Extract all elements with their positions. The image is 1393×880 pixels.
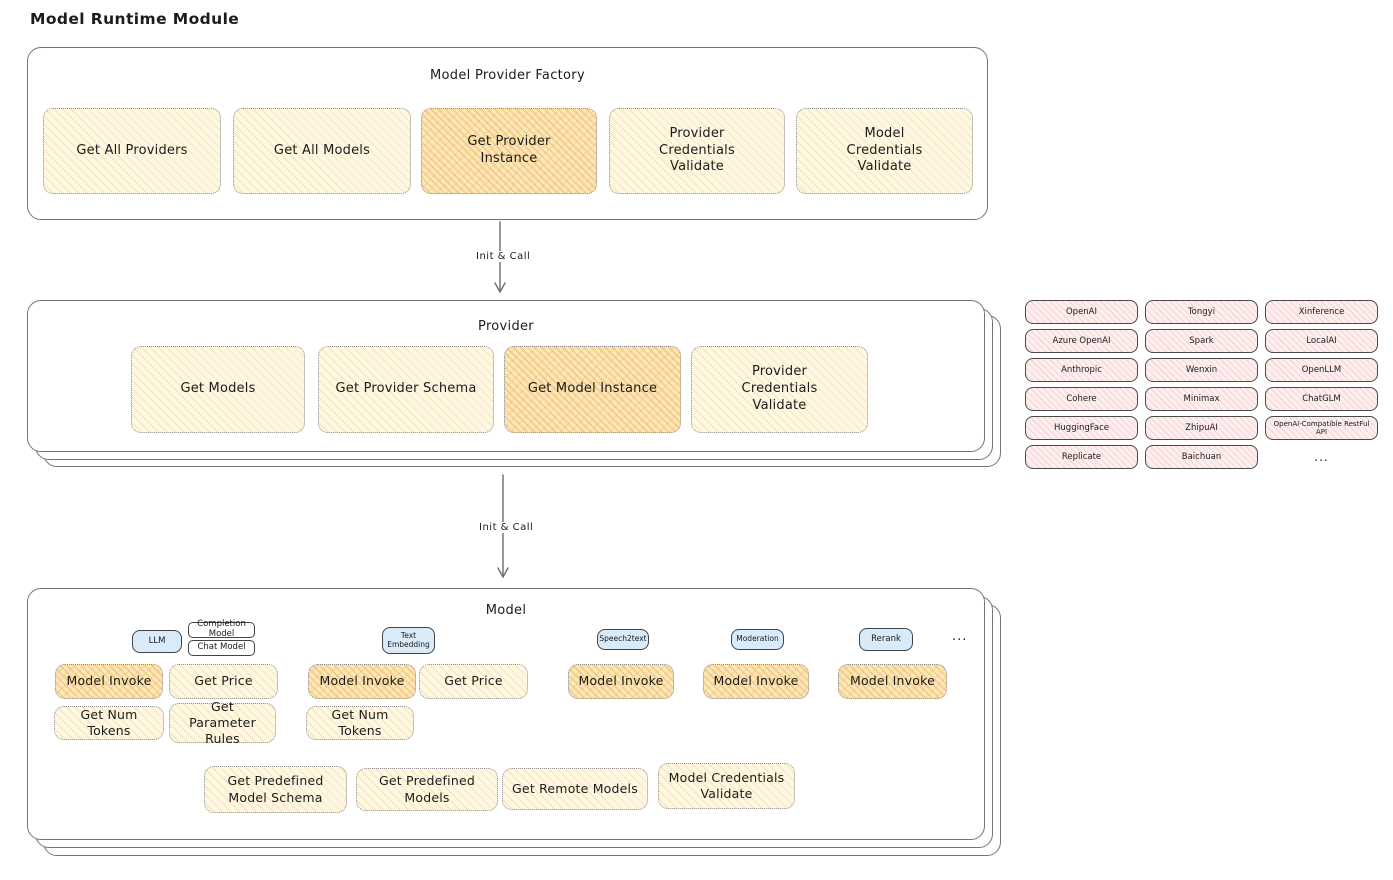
tab-llm: LLM: [132, 630, 182, 653]
node-get-price-llm: Get Price: [169, 664, 278, 699]
provider-pill-azure-openai: Azure OpenAI: [1025, 329, 1138, 353]
tab-moderation: Moderation: [731, 629, 784, 650]
node-model-invoke-moderation: Model Invoke: [703, 664, 809, 699]
provider-pill-anthropic: Anthropic: [1025, 358, 1138, 382]
node-model-invoke-rerank: Model Invoke: [838, 664, 947, 699]
model-box: Model LLM Completion Model Chat Model Te…: [27, 588, 985, 840]
provider-pill-baichuan: Baichuan: [1145, 445, 1258, 469]
node-provider-credentials-validate: Provider Credentials Validate: [609, 108, 785, 194]
node-model-credentials-validate-2: Model Credentials Validate: [658, 763, 795, 809]
node-model-credentials-validate: Model Credentials Validate: [796, 108, 973, 194]
tab-speech2text: Speech2text: [597, 629, 649, 650]
node-get-all-providers: Get All Providers: [43, 108, 221, 194]
provider-pill-spark: Spark: [1145, 329, 1258, 353]
provider-pill-wenxin: Wenxin: [1145, 358, 1258, 382]
node-model-invoke-llm: Model Invoke: [55, 664, 163, 699]
node-model-invoke-embedding: Model Invoke: [308, 664, 416, 699]
provider-pill-zhipuai: ZhipuAI: [1145, 416, 1258, 440]
node-get-price-embedding: Get Price: [419, 664, 528, 699]
factory-title: Model Provider Factory: [430, 68, 585, 83]
node-provider-credentials-validate-2: Provider Credentials Validate: [691, 346, 868, 433]
node-model-invoke-speech2text: Model Invoke: [568, 664, 674, 699]
node-get-parameter-rules: Get Parameter Rules: [169, 699, 276, 746]
node-get-predefined-model-schema: Get Predefined Model Schema: [204, 766, 347, 813]
tab-rerank: Rerank: [859, 628, 913, 651]
tabs-ellipsis: ...: [952, 629, 968, 644]
provider-pill-openllm: OpenLLM: [1265, 358, 1378, 382]
node-get-model-instance: Get Model Instance: [504, 346, 681, 433]
providers-ellipsis: ...: [1314, 450, 1329, 464]
provider-pill-minimax: Minimax: [1145, 387, 1258, 411]
tab-completion-model: Completion Model: [188, 619, 255, 639]
node-get-predefined-models: Get Predefined Models: [356, 768, 498, 811]
node-get-provider-instance: Get Provider Instance: [421, 108, 597, 194]
node-get-num-tokens-llm: Get Num Tokens: [54, 706, 164, 740]
tab-chat-model: Chat Model: [188, 640, 255, 656]
node-get-provider-schema: Get Provider Schema: [318, 346, 494, 433]
provider-pill-chatglm: ChatGLM: [1265, 387, 1378, 411]
provider-pill-xinference: Xinference: [1265, 300, 1378, 324]
providers-grid: OpenAI Tongyi Xinference Azure OpenAI Sp…: [1025, 300, 1378, 469]
node-get-num-tokens-embedding: Get Num Tokens: [306, 706, 414, 740]
provider-pill-openai-compatible: OpenAI-Compatible RestFul API: [1265, 416, 1378, 440]
arrow-label-init-call-1: Init & Call: [472, 251, 535, 262]
node-get-remote-models: Get Remote Models: [502, 768, 648, 810]
provider-box: Provider Get Models Get Provider Schema …: [27, 300, 985, 452]
provider-pill-cohere: Cohere: [1025, 387, 1138, 411]
provider-title: Provider: [478, 319, 534, 334]
factory-box: Model Provider Factory Get All Providers…: [27, 47, 988, 220]
provider-pill-huggingface: HuggingFace: [1025, 416, 1138, 440]
provider-pill-tongyi: Tongyi: [1145, 300, 1258, 324]
node-get-models: Get Models: [131, 346, 305, 433]
provider-pill-replicate: Replicate: [1025, 445, 1138, 469]
node-get-all-models: Get All Models: [233, 108, 411, 194]
page-title: Model Runtime Module: [30, 10, 240, 28]
tab-text-embedding: Text Embedding: [382, 627, 435, 654]
provider-pill-openai: OpenAI: [1025, 300, 1138, 324]
model-title: Model: [485, 603, 527, 618]
provider-pill-localai: LocalAI: [1265, 329, 1378, 353]
arrow-label-init-call-2: Init & Call: [475, 522, 538, 533]
